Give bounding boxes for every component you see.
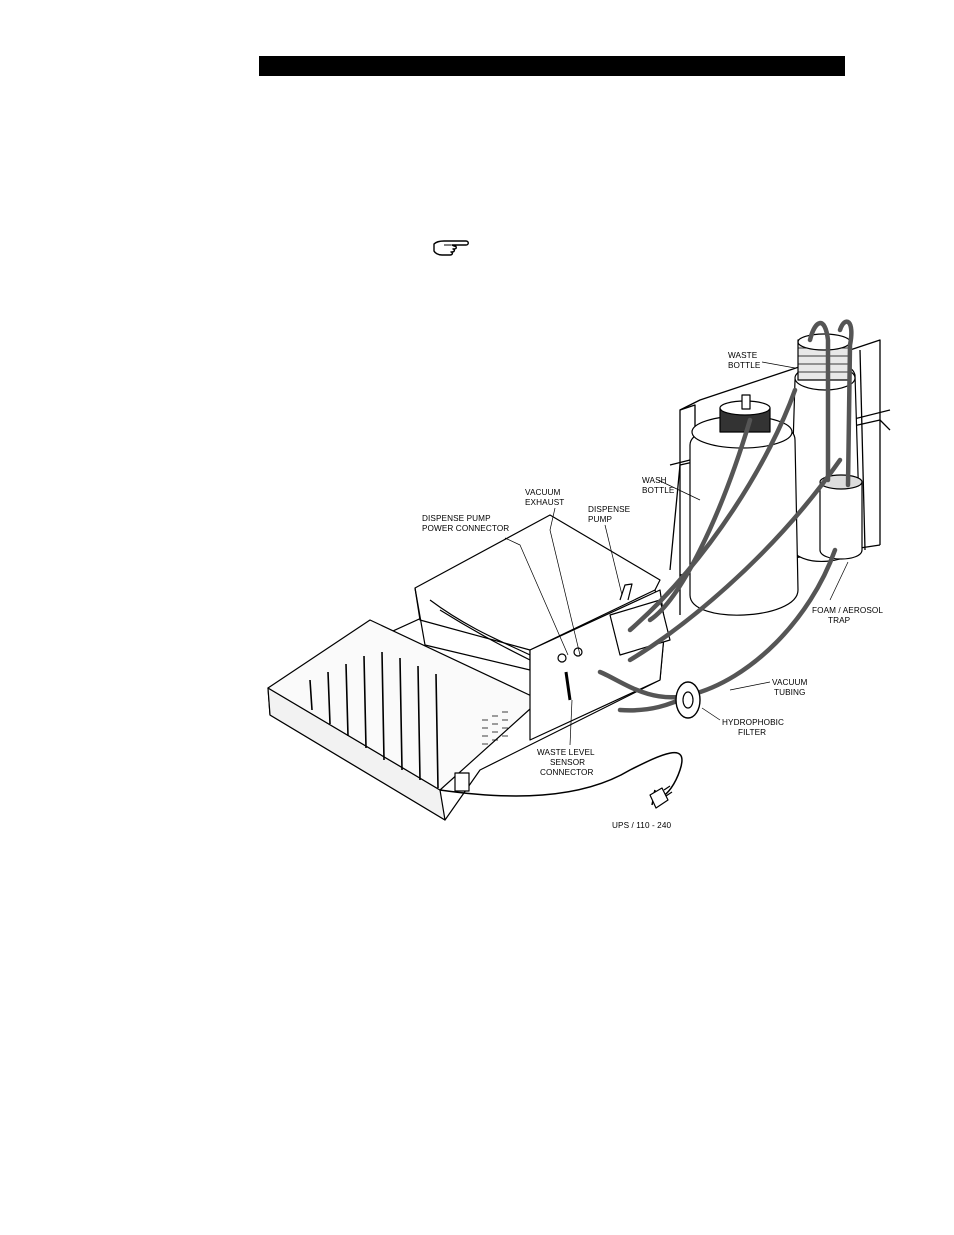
hydrophobic-filter xyxy=(675,681,701,719)
foam-trap-label-1: FOAM / AEROSOL xyxy=(812,606,883,615)
equipment-diagram: WASTE BOTTLE WASH BOTTLE VACUUM EXHAUST … xyxy=(250,300,910,840)
header-bar xyxy=(259,56,845,76)
dispense-pump-power-label-1: DISPENSE PUMP xyxy=(422,514,491,523)
hydrophobic-filter-label-1: HYDROPHOBIC xyxy=(722,718,784,727)
dispense-pump-label-2: PUMP xyxy=(588,515,612,524)
vacuum-tubing-label-1: VACUUM xyxy=(772,678,808,687)
ups-plug xyxy=(649,785,673,809)
waste-level-label-1: WASTE LEVEL xyxy=(537,748,595,757)
waste-level-label-2: SENSOR xyxy=(550,758,585,767)
pointing-hand-icon xyxy=(432,236,472,260)
foam-trap-label-2: TRAP xyxy=(828,616,851,625)
foam-trap xyxy=(819,474,863,560)
vacuum-tubing-label-2: TUBING xyxy=(774,688,806,697)
vacuum-exhaust-label-2: EXHAUST xyxy=(525,498,564,507)
unit-housing xyxy=(414,514,661,651)
waste-bottle-label-2: BOTTLE xyxy=(728,361,761,370)
waste-bottle-label-1: WASTE xyxy=(728,351,758,360)
ups-label: UPS / 110 - 240 xyxy=(612,821,671,830)
dispense-pump-label-1: DISPENSE xyxy=(588,505,631,514)
hydrophobic-filter-label-2: FILTER xyxy=(738,728,766,737)
vacuum-exhaust-label-1: VACUUM xyxy=(525,488,561,497)
wash-bottle-label-1: WASH xyxy=(642,476,667,485)
wash-bottle-label-2: BOTTLE xyxy=(642,486,675,495)
dispense-pump-power-label-2: POWER CONNECTOR xyxy=(422,524,509,533)
waste-level-label-3: CONNECTOR xyxy=(540,768,594,777)
